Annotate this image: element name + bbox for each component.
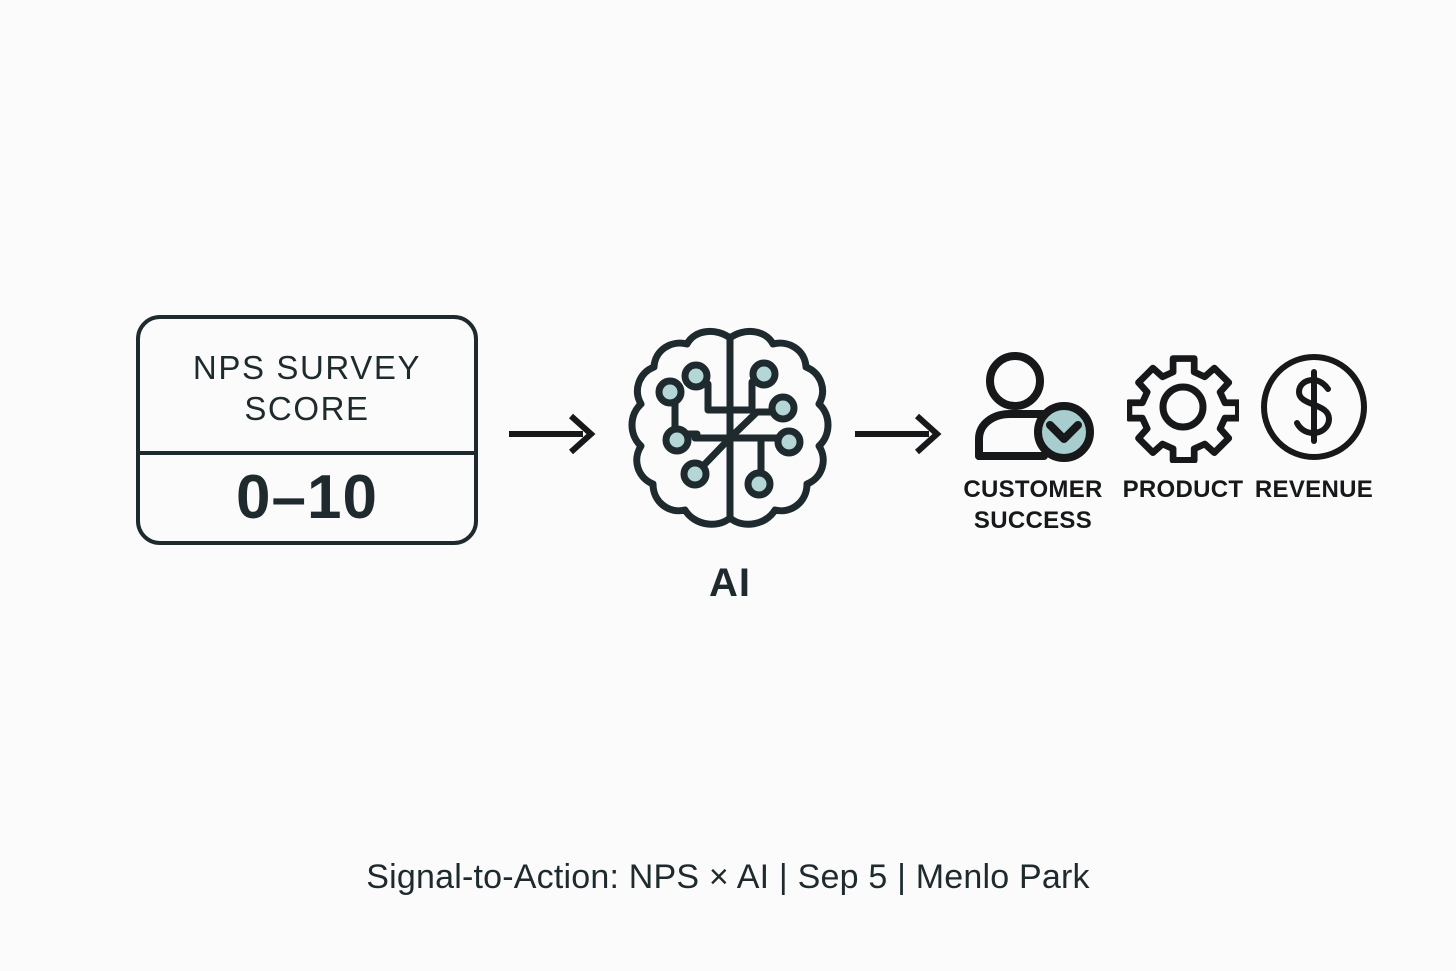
- customer-success-icon: [965, 352, 1101, 462]
- gear-icon: [1127, 352, 1239, 463]
- nps-card-title-section: NPS SURVEY SCORE: [140, 319, 474, 455]
- nps-card-title-line-1: NPS SURVEY: [192, 348, 422, 386]
- nps-survey-score-card: NPS SURVEY SCORE 0–10: [136, 315, 478, 545]
- outcome-label-revenue: REVENUE: [1254, 476, 1374, 503]
- outcome-product: PRODUCT: [1118, 352, 1248, 505]
- ai-processor-block: AI: [620, 326, 840, 606]
- outcomes-group: CUSTOMER SUCCESS PRODUCT REVENUE: [948, 352, 1388, 536]
- outcome-customer-success: CUSTOMER SUCCESS: [948, 352, 1118, 536]
- dollar-circle-icon: [1258, 352, 1370, 462]
- arrow-right-icon-1: [505, 404, 601, 469]
- arrow-right-icon-2: [851, 404, 947, 469]
- outcome-label-product: PRODUCT: [1122, 476, 1244, 503]
- brain-circuit-icon: [620, 326, 840, 543]
- ai-label: AI: [709, 561, 751, 605]
- nps-card-title-line-2: SCORE: [244, 390, 370, 427]
- caption-text: Signal-to-Action: NPS × AI | Sep 5 | Men…: [366, 858, 1090, 896]
- nps-score-range-value: 0–10: [236, 463, 378, 532]
- outcome-label-customer-success: CUSTOMER SUCCESS: [963, 476, 1103, 535]
- outcome-revenue: REVENUE: [1248, 352, 1380, 505]
- nps-card-value-section: 0–10: [140, 455, 474, 541]
